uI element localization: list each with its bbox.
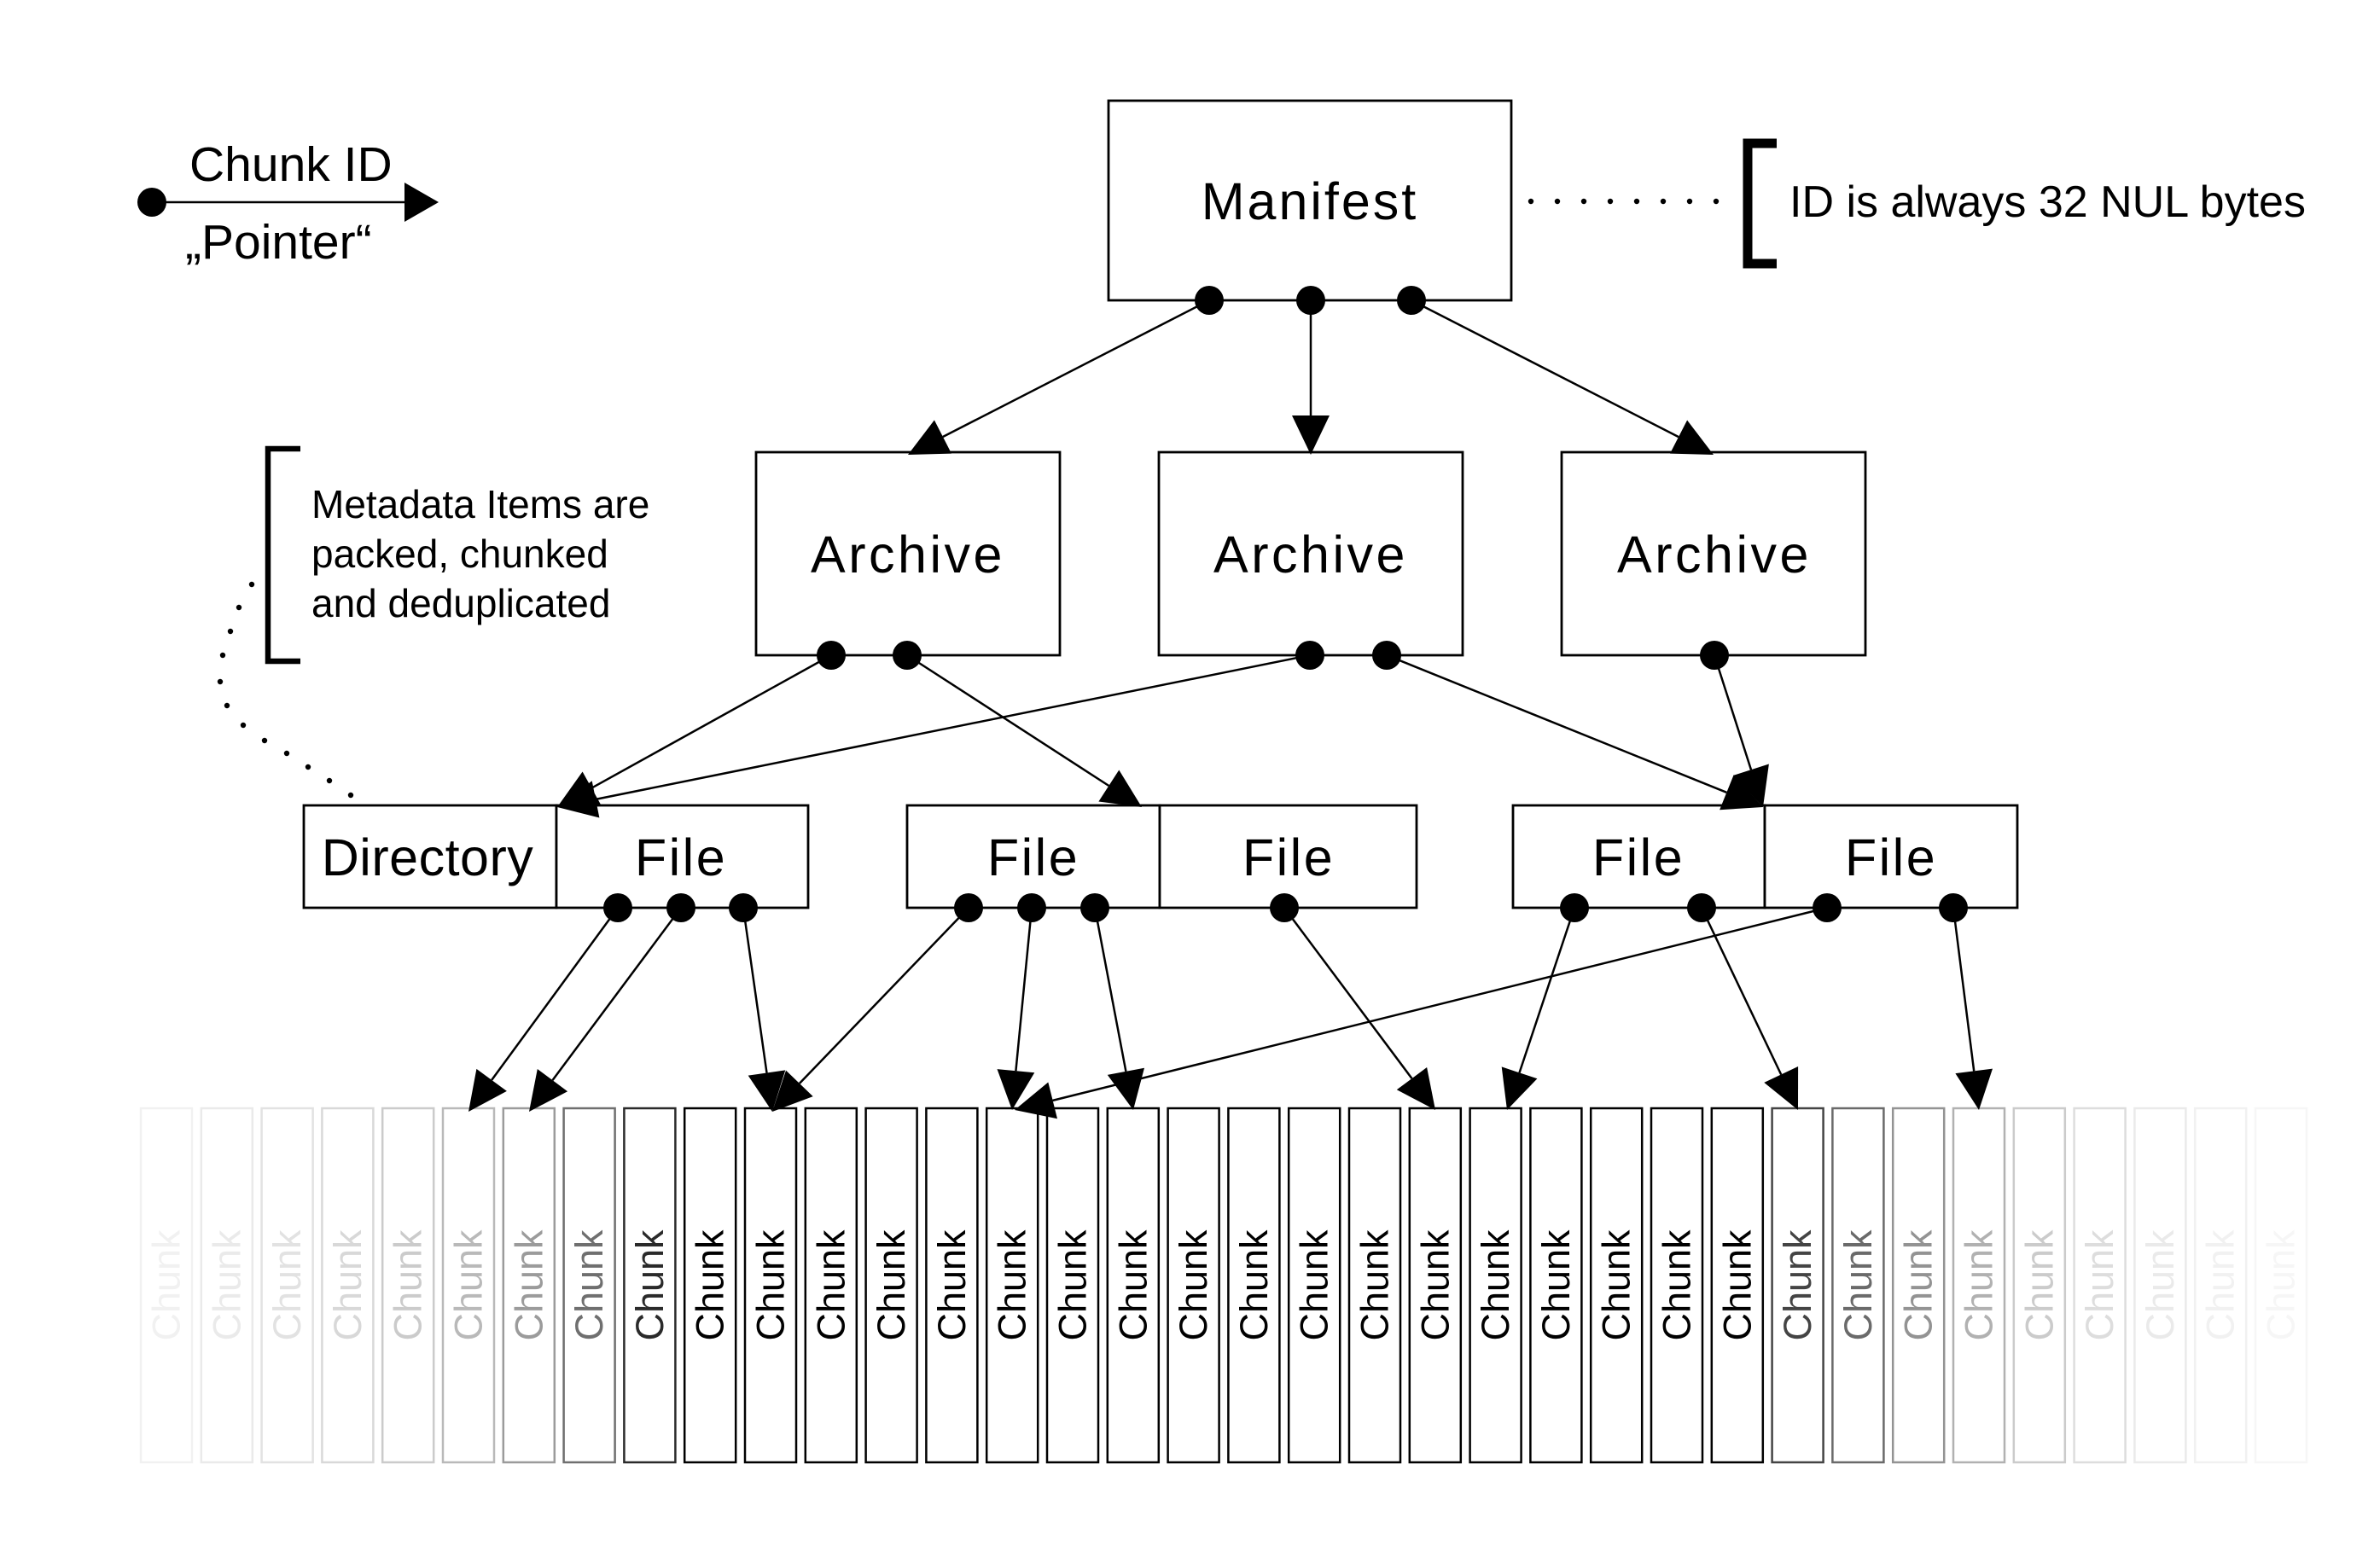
svg-text:Chunk ID: Chunk ID (189, 137, 393, 192)
svg-text:Chunk: Chunk (1776, 1229, 1819, 1341)
svg-text:Chunk: Chunk (749, 1229, 793, 1341)
svg-text:Archive: Archive (1213, 526, 1408, 584)
svg-text:Chunk: Chunk (1715, 1229, 1759, 1341)
svg-text:File: File (1592, 828, 1685, 886)
svg-text:Chunk: Chunk (809, 1229, 852, 1341)
svg-text:Chunk: Chunk (326, 1229, 370, 1341)
svg-text:Chunk: Chunk (507, 1229, 550, 1341)
svg-text:Chunk: Chunk (2017, 1229, 2061, 1341)
svg-text:Chunk: Chunk (1656, 1229, 1699, 1341)
svg-text:„Pointer“: „Pointer“ (185, 215, 372, 270)
svg-text:Chunk: Chunk (991, 1229, 1034, 1341)
svg-text:Chunk: Chunk (2078, 1229, 2121, 1341)
svg-text:Chunk: Chunk (1172, 1229, 1215, 1341)
svg-text:Chunk: Chunk (1353, 1229, 1397, 1341)
svg-text:Chunk: Chunk (689, 1229, 732, 1341)
svg-text:Chunk: Chunk (930, 1229, 974, 1341)
svg-text:File: File (987, 828, 1079, 886)
svg-text:Chunk: Chunk (1897, 1229, 1941, 1341)
svg-text:Archive: Archive (1617, 526, 1812, 584)
svg-text:Chunk: Chunk (205, 1229, 248, 1341)
svg-text:Chunk: Chunk (1051, 1229, 1095, 1341)
svg-text:Chunk: Chunk (1595, 1229, 1638, 1341)
svg-text:Chunk: Chunk (628, 1229, 672, 1341)
svg-text:Chunk: Chunk (2199, 1229, 2243, 1341)
svg-text:packed, chunked: packed, chunked (311, 532, 608, 576)
svg-text:Chunk: Chunk (265, 1229, 309, 1341)
svg-text:Chunk: Chunk (1958, 1229, 2001, 1341)
svg-text:Chunk: Chunk (447, 1229, 491, 1341)
svg-text:Chunk: Chunk (145, 1229, 189, 1341)
svg-text:File: File (1845, 828, 1937, 886)
svg-text:Chunk: Chunk (1474, 1229, 1517, 1341)
svg-text:and deduplicated: and deduplicated (311, 581, 610, 625)
svg-text:File: File (1242, 828, 1335, 886)
svg-text:Chunk: Chunk (387, 1229, 430, 1341)
svg-text:Archive: Archive (811, 526, 1005, 584)
svg-text:Directory: Directory (322, 828, 534, 886)
svg-text:Chunk: Chunk (1413, 1229, 1457, 1341)
svg-text:Manifest: Manifest (1202, 172, 1419, 230)
svg-text:ID is always 32 NUL bytes: ID is always 32 NUL bytes (1789, 177, 2306, 227)
svg-text:Chunk: Chunk (1534, 1229, 1578, 1341)
svg-text:Chunk: Chunk (1836, 1229, 1880, 1341)
svg-text:Metadata Items are: Metadata Items are (311, 482, 649, 526)
svg-text:Chunk: Chunk (567, 1229, 611, 1341)
svg-text:File: File (635, 828, 727, 886)
svg-text:Chunk: Chunk (1111, 1229, 1155, 1341)
svg-text:Chunk: Chunk (1232, 1229, 1276, 1341)
svg-text:Chunk: Chunk (2260, 1229, 2303, 1341)
svg-text:Chunk: Chunk (870, 1229, 913, 1341)
svg-text:Chunk: Chunk (2139, 1229, 2182, 1341)
svg-text:Chunk: Chunk (1293, 1229, 1336, 1341)
